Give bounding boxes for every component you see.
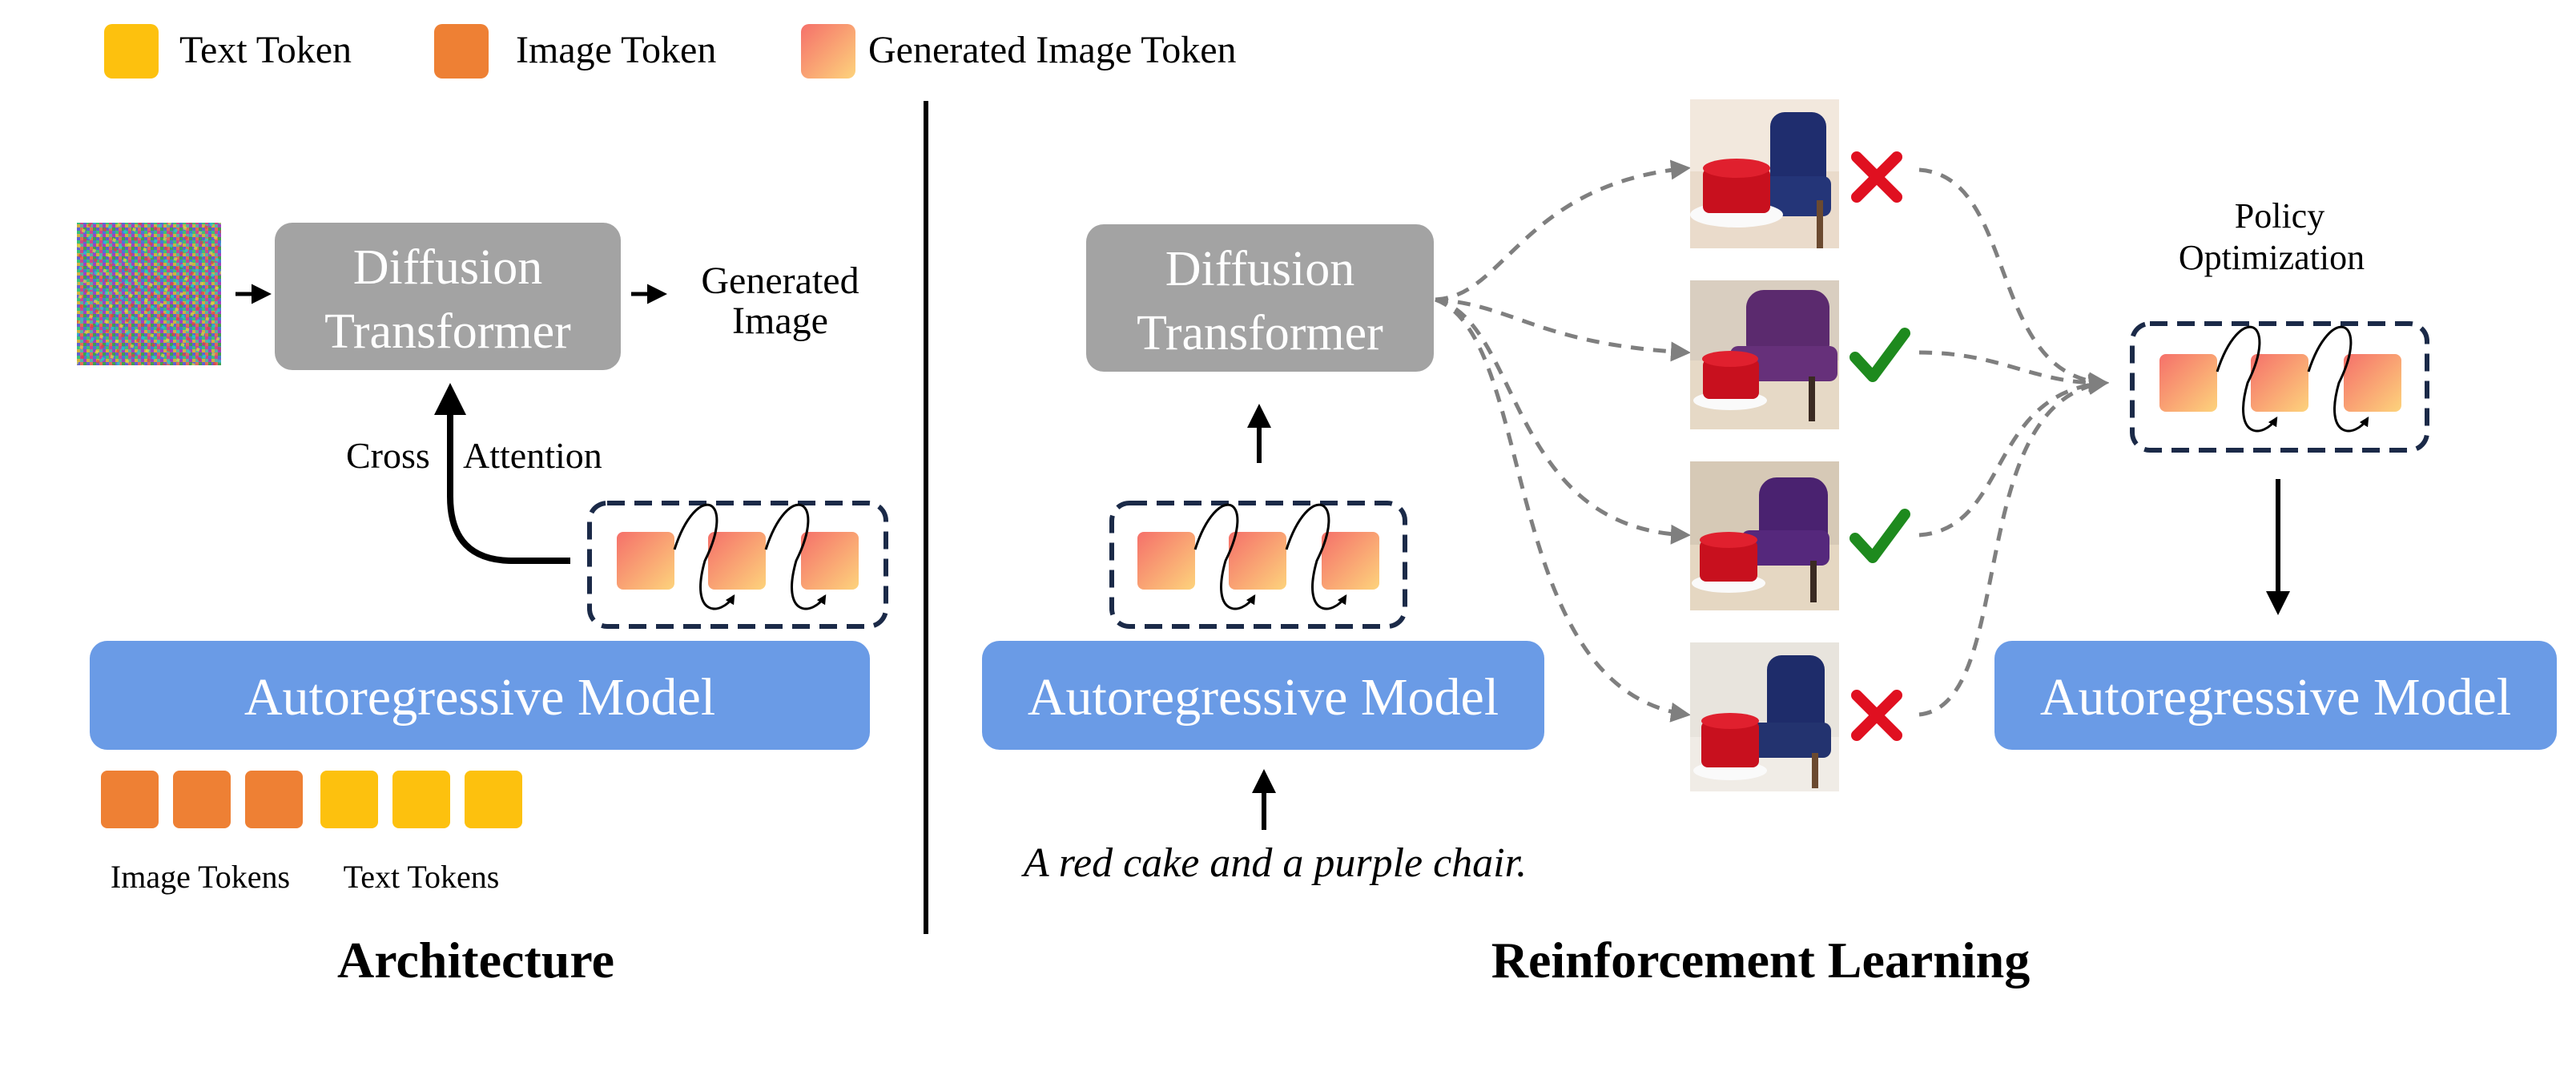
autoregressive-model-box — [90, 641, 870, 750]
cross-icon — [1851, 151, 1902, 203]
rl-autoregressive-link-arrow — [1193, 503, 1256, 610]
image-token — [245, 771, 303, 828]
policy-optimization-label-line2: Optimization — [2179, 238, 2365, 277]
rl-autoregressive-model-right-box — [1994, 641, 2557, 750]
autoregressive-link-arrow — [764, 503, 827, 610]
rl-generated-token — [1229, 532, 1286, 590]
generated-token — [708, 532, 766, 590]
legend-swatch-image-token — [434, 24, 489, 79]
cross-attention-label-attention: Attention — [463, 435, 602, 476]
sample-1-arrow — [1435, 159, 1691, 302]
reward-4-arrow — [1918, 375, 2109, 717]
rl-title: Reinforcement Learning — [1491, 932, 2030, 988]
text-token — [392, 771, 450, 828]
cross-attention-label-cross: Cross — [346, 435, 430, 476]
rl-diffusion-transformer-label-line2: Transformer — [1137, 306, 1383, 360]
rl-autoregressive-model-right-label: Autoregressive Model — [2040, 668, 2511, 727]
policy-token-frame — [2130, 321, 2429, 453]
policy-token — [2251, 354, 2308, 412]
cross-icon — [1851, 690, 1902, 741]
reward-2-arrow — [1918, 350, 2109, 393]
sample-image-2 — [1690, 280, 1839, 429]
sample-image-1 — [1690, 99, 1839, 248]
rl-panel: Diffusion Transformer Autoregressive Mod… — [982, 99, 2557, 988]
rl-generated-token-frame — [1109, 501, 1407, 629]
policy-token — [2344, 354, 2401, 412]
legend-label-text-token: Text Token — [179, 29, 352, 71]
rl-diffusion-transformer-box — [1086, 224, 1434, 372]
legend-label-image-token: Image Token — [516, 29, 716, 71]
sample-image-3 — [1690, 461, 1839, 610]
policy-link-arrow — [2307, 325, 2369, 433]
autoregressive-model-label: Autoregressive Model — [244, 668, 715, 727]
sample-image-4 — [1690, 642, 1839, 791]
rl-autoregressive-model-label: Autoregressive Model — [1028, 668, 1499, 727]
policy-link-arrow — [2216, 325, 2278, 433]
legend-label-generated-image-token: Generated Image Token — [868, 29, 1237, 71]
text-token — [320, 771, 378, 828]
cross-attention-arrow — [434, 383, 570, 564]
reward-1-arrow — [1918, 167, 2109, 393]
legend: Text Token Image Token Generated Image T… — [104, 24, 1237, 79]
generated-token — [801, 532, 859, 590]
generated-image-label-line2: Image — [732, 300, 828, 342]
architecture-panel: Diffusion Transformer Generated Image Cr… — [77, 223, 888, 988]
autoregressive-link-arrow — [673, 503, 735, 610]
policy-token — [2159, 354, 2217, 412]
prompt-text: A red cake and a purple chair. — [1021, 840, 1527, 886]
policy-optimization-label-line1: Policy — [2235, 196, 2324, 236]
generated-token — [617, 532, 674, 590]
sample-4-arrow — [1435, 297, 1691, 723]
rl-generated-token — [1137, 532, 1195, 590]
sample-2-arrow — [1435, 297, 1691, 362]
noise-image-overlay — [77, 223, 221, 365]
rl-autoregressive-model-box — [982, 641, 1544, 750]
rl-diffusion-transformer-label-line1: Diffusion — [1165, 242, 1355, 296]
image-token — [101, 771, 159, 828]
sample-3-arrow — [1435, 297, 1691, 545]
rl-generated-token — [1322, 532, 1379, 590]
reward-3-arrow — [1918, 374, 2109, 538]
text-token — [465, 771, 522, 828]
rl-autoregressive-link-arrow — [1285, 503, 1347, 610]
legend-swatch-text-token — [104, 24, 159, 79]
generated-image-label-line1: Generated — [701, 260, 859, 302]
text-tokens-label: Text Tokens — [344, 859, 500, 895]
check-icon — [1849, 509, 1910, 563]
legend-swatch-generated-image-token — [801, 24, 855, 79]
image-token — [173, 771, 231, 828]
diffusion-transformer-box — [275, 223, 621, 370]
diffusion-transformer-label-line2: Transformer — [324, 304, 571, 359]
generated-token-frame — [587, 501, 888, 629]
image-tokens-label: Image Tokens — [111, 859, 290, 895]
check-icon — [1849, 328, 1910, 382]
architecture-title: Architecture — [337, 932, 614, 988]
diffusion-transformer-label-line1: Diffusion — [353, 240, 543, 295]
